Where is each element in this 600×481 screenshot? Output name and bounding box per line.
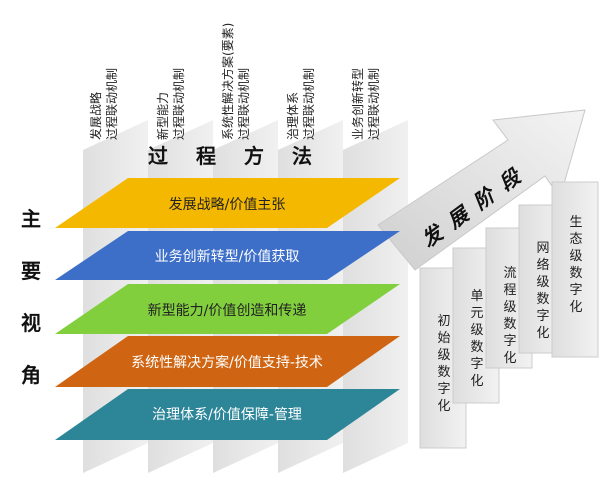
- process-column-headers: 发展战略 过程联动机制 新型能力 过程联动机制 系统性解决方案(要素) 过程联动…: [88, 19, 381, 140]
- view-layer-4-label: 系统性解决方案/价值支持-技术: [131, 354, 323, 371]
- view-layer-1: [55, 178, 400, 228]
- view-layers: 发展战略/价值主张 业务创新转型/价值获取 新型能力/价值创造和传递 系统性解决…: [55, 178, 400, 440]
- view-layer-4: [55, 336, 400, 387]
- view-layer-1-label: 发展战略/价值主张: [169, 197, 286, 213]
- view-layer-2-label: 业务创新转型/价值获取: [155, 249, 300, 265]
- process-column-header-1: 发展战略 过程联动机制: [88, 68, 119, 140]
- stage-box-5: [551, 181, 599, 358]
- stage-label-4: 网络级数字化: [536, 241, 549, 341]
- view-layer-2: [55, 231, 400, 280]
- process-column-header-2: 新型能力 过程联动机制: [155, 68, 186, 140]
- stage-label-3: 流程级数字化: [503, 266, 516, 366]
- stage-labels: 初始级数字化 单元级数字化 流程级数字化 网络级数字化 生态级数字化: [437, 215, 582, 414]
- main-view-label: 主要视角: [21, 207, 41, 387]
- process-column-header-5: 业务创新转型 过程联动机制: [350, 64, 381, 140]
- view-layer-3-label: 新型能力/价值创造和传递: [148, 303, 307, 319]
- process-column-header-4: 治理体系 过程联动机制: [286, 68, 316, 140]
- view-layer-3: [55, 284, 400, 334]
- stage-arrow: [377, 109, 586, 271]
- stage-label-1: 初始级数字化: [437, 314, 450, 414]
- view-layer-5: [55, 389, 400, 440]
- view-layer-5-label: 治理体系/价值保障-管理: [152, 407, 302, 423]
- stage-boxes: [419, 181, 599, 449]
- stage-label-5: 生态级数字化: [569, 215, 582, 315]
- stage-label-2: 单元级数字化: [470, 289, 483, 389]
- process-title: 过程方法: [148, 144, 340, 168]
- process-column-header-3: 系统性解决方案(要素) 过程联动机制: [220, 19, 251, 140]
